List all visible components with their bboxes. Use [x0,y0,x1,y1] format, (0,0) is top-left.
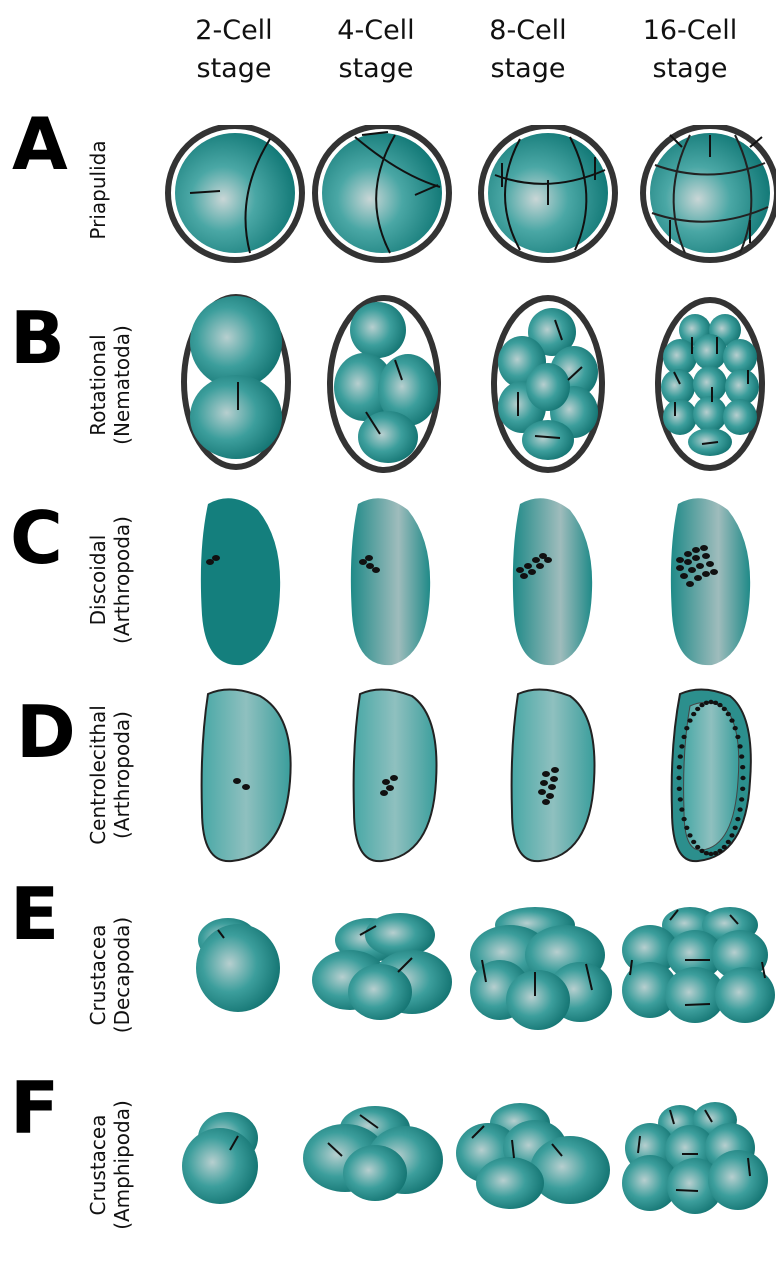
row-letter-a: A [12,108,68,180]
c-8cell-embryo [513,498,592,665]
nucleus-dot [738,807,743,811]
nucleus-dot [699,849,704,853]
nucleus-dot [739,754,744,758]
f-4cell-embryo [303,1106,443,1201]
nucleus-dot [684,826,689,830]
row-b-embryos [150,292,776,477]
nucleus-dot [691,712,696,716]
nucleus-dot [695,707,700,711]
nucleus-dot [726,712,731,716]
c-16cell-embryo [671,498,750,665]
column-header-4-cell: 4-Cell stage [316,12,436,88]
row-e-embryos [150,900,776,1050]
row-letter-b: B [10,302,65,374]
row-label-crustacea-decapoda: Crustacea (Decapoda) [86,865,136,1085]
b-8cell-embryo [494,298,602,470]
nucleus-dot [726,840,731,844]
column-header-16-cell: 16-Cell stage [630,12,750,88]
nucleus-dot [677,765,682,769]
nucleus-dot [679,807,684,811]
nucleus-dot [684,726,689,730]
nucleus-dot [733,726,738,730]
nucleus-dot [713,851,718,855]
nucleus-dot [735,817,740,821]
column-header-8-cell: 8-Cell stage [468,12,588,88]
b-4cell-embryo [330,298,438,470]
nucleus-dot [717,849,722,853]
nucleus-dot [729,718,734,722]
nucleus-dot [691,840,696,844]
nucleus-dot [740,776,745,780]
nucleus-dot [704,701,709,705]
nucleus-dot [722,845,727,849]
a-8cell-embryo [481,126,615,260]
nucleus-dot [695,845,700,849]
row-label-crustacea-amphipoda: Crustacea (Amphipoda) [86,1055,136,1275]
b-16cell-embryo [658,300,762,468]
nucleus-dot [713,701,718,705]
nucleus-dot [678,754,683,758]
nucleus-dot [687,833,692,837]
f-16cell-embryo [622,1102,768,1214]
row-label-priapulida: Priapulida [86,80,136,300]
nucleus-dot [708,852,713,856]
nucleus-dot [704,851,709,855]
column-header-2-cell: 2-Cell stage [174,12,294,88]
nucleus-dot [735,735,740,739]
e-4cell-embryo [312,913,452,1020]
a-2cell-embryo [168,126,302,260]
nucleus-dot [738,744,743,748]
row-f-embryos [150,1098,776,1248]
d-2cell-embryo [202,689,291,861]
nucleus-dot [682,817,687,821]
row-letter-c: C [10,502,63,574]
nucleus-dot [740,765,745,769]
nucleus-dot [739,797,744,801]
d-4cell-embryo [354,689,437,861]
nucleus-dot [733,826,738,830]
a-4cell-embryo [315,126,449,260]
b-2cell-embryo [184,296,288,467]
nucleus-dot [722,707,727,711]
e-16cell-embryo [622,907,775,1023]
c-4cell-embryo [351,498,430,665]
row-label-rotational: Rotational (Nematoda) [86,275,136,495]
nucleus-dot [729,833,734,837]
row-letter-f: F [10,1072,59,1144]
row-label-centrolecithal: Centrolecithal (Arthropoda) [86,665,136,885]
nucleus-dot [708,700,713,704]
e-2cell-embryo [196,918,280,1012]
f-2cell-embryo [182,1112,258,1204]
row-a-embryos [150,125,776,275]
c-2cell-embryo [201,498,280,665]
nucleus-dot [679,744,684,748]
f-8cell-embryo [456,1103,610,1209]
row-letter-d: D [16,696,76,768]
nucleus-dot [717,703,722,707]
nucleus-dot [687,718,692,722]
row-c-embryos [150,490,776,670]
nucleus-dot [677,787,682,791]
row-d-embryos [150,686,776,866]
nucleus-dot [699,703,704,707]
d-16cell-embryo [672,689,751,861]
a-16cell-embryo [643,126,776,260]
nucleus-dot [740,787,745,791]
nucleus-dot [682,735,687,739]
nucleus-dot [676,776,681,780]
row-letter-e: E [10,878,59,950]
e-8cell-embryo [470,907,612,1030]
d-8cell-embryo [512,689,595,861]
nucleus-dot [678,797,683,801]
row-label-discoidal: Discoidal (Arthropoda) [86,470,136,690]
